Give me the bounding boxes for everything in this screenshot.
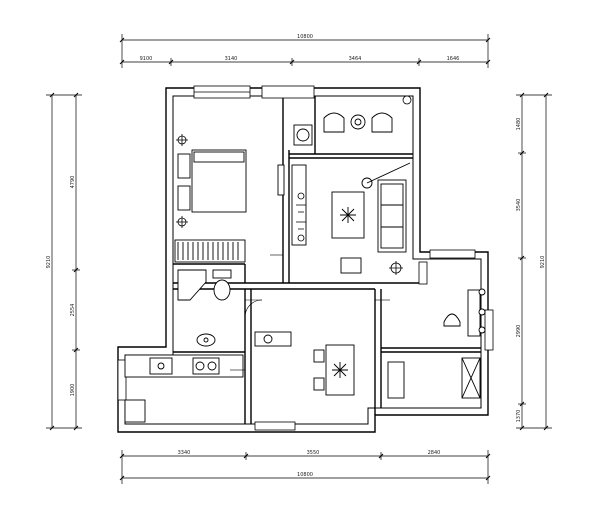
dim-top-seg-3: 3464 [349,56,362,62]
tv-chairs [296,192,306,242]
study-room [387,288,486,399]
counter [124,354,244,378]
side-table [340,257,362,274]
toilet-tank [212,269,232,279]
dim-bottom-seg-2: 3550 [307,450,320,456]
sofa [377,179,407,253]
dim-bottom-seg-1: 3340 [178,450,191,456]
dim-left-seg-1: 4790 [70,176,76,189]
desk [467,289,481,337]
shower-tray [177,269,207,301]
armchair-1 [323,112,345,133]
dining-chair [313,349,325,363]
doors [230,254,390,371]
balcony [293,112,393,146]
dim-left-total: 9210 [46,256,52,269]
lamp-icon [402,95,412,105]
shoe-cabinet [254,331,292,347]
lamp-icons [176,95,412,275]
dim-bottom-total: 10800 [297,472,313,478]
dimension-ticks [49,37,549,481]
dim-top-seg-4: 1646 [447,56,460,62]
dim-top-seg-1: 9100 [140,56,153,62]
double-bed [191,149,247,213]
bedroom [174,149,285,263]
armchair-2 [371,112,393,133]
dim-top-seg-2: 3140 [225,56,238,62]
dim-right-seg-1: 1480 [516,118,522,131]
dining-chair [313,377,325,391]
wardrobe [174,239,246,263]
single-bed [387,361,405,399]
dim-left-seg-2: 2554 [70,304,76,317]
pillow-1 [177,153,191,179]
pillow-2 [177,185,191,211]
dim-right-seg-3: 2990 [516,325,522,338]
dim-left-seg-3: 1900 [70,384,76,397]
desk-chair [443,313,461,327]
dim-right-seg-4: 1370 [516,410,522,423]
dim-right-seg-2: 3540 [516,199,522,212]
living-room [291,162,411,274]
bathroom [177,269,232,347]
windows [117,85,494,431]
kitchen [124,354,244,423]
dim-right-total: 9210 [540,256,546,269]
refrigerator [124,399,146,423]
tv-cabinet [277,164,285,196]
dining [254,331,355,396]
dim-top-total: 10800 [297,34,313,40]
toilet-bowl [213,279,231,301]
dim-bottom-seg-3: 2840 [428,450,441,456]
